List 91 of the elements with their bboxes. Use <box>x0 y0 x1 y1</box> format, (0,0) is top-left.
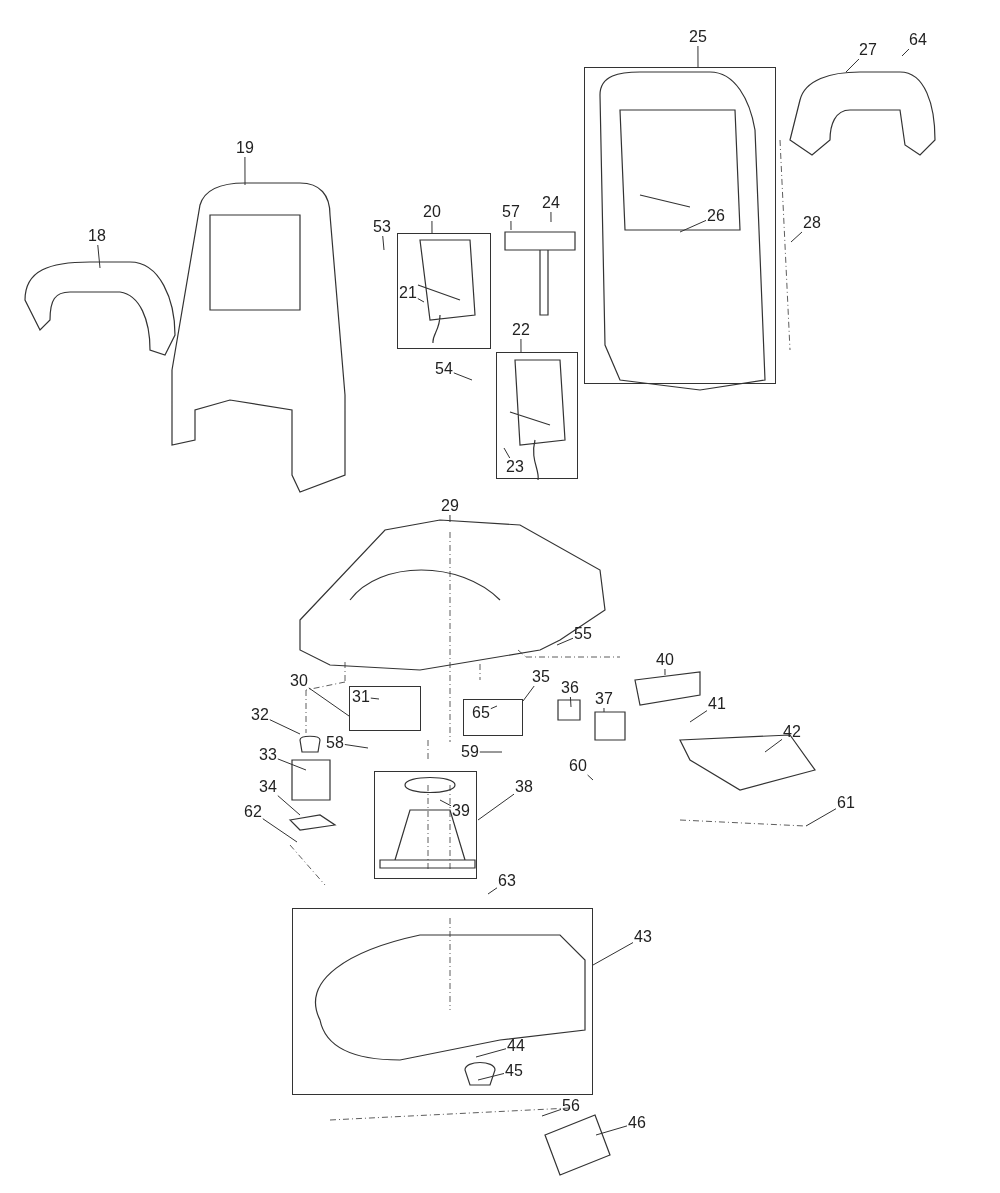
leader-line <box>308 687 350 717</box>
leader-line <box>477 1073 505 1081</box>
callout-number: 33 <box>259 747 277 763</box>
callout-number: 18 <box>88 228 106 244</box>
callout-number: 45 <box>505 1063 523 1079</box>
leader-line <box>569 696 572 708</box>
callout-number: 35 <box>532 669 550 685</box>
callout-number: 65 <box>472 705 490 721</box>
assembly-frame <box>349 686 421 731</box>
leader-line <box>845 58 860 73</box>
leader-line <box>344 744 369 749</box>
callout-number: 43 <box>634 929 652 945</box>
assembly-frame <box>374 771 477 879</box>
leader-line <box>449 514 451 523</box>
leader-line <box>510 220 512 231</box>
callout-number: 55 <box>574 626 592 642</box>
callout-number: 30 <box>290 673 308 689</box>
callout-number: 59 <box>461 744 479 760</box>
callout-number: 53 <box>373 219 391 235</box>
callout-number: 28 <box>803 215 821 231</box>
leader-line <box>382 235 385 251</box>
leader-line <box>550 211 552 223</box>
leader-line <box>439 799 452 807</box>
leader-line <box>664 668 666 676</box>
leader-line <box>262 818 298 843</box>
leader-line <box>244 156 246 186</box>
leader-line <box>587 774 594 781</box>
callout-number: 38 <box>515 779 533 795</box>
leader-line <box>603 707 605 713</box>
callout-number: 19 <box>236 140 254 156</box>
leader-line <box>697 45 699 68</box>
leader-line <box>790 231 803 243</box>
leader-line <box>269 719 301 735</box>
leader-line <box>541 1108 562 1117</box>
assembly-frame <box>496 352 578 479</box>
callout-number: 58 <box>326 735 344 751</box>
callout-number: 39 <box>452 803 470 819</box>
callout-number: 60 <box>569 758 587 774</box>
leader-line <box>592 942 634 966</box>
callout-number: 40 <box>656 652 674 668</box>
leader-line <box>417 298 425 303</box>
leader-line <box>522 685 535 702</box>
leader-line <box>477 793 515 821</box>
callout-number: 41 <box>708 696 726 712</box>
callout-number: 57 <box>502 204 520 220</box>
callout-number: 63 <box>498 873 516 889</box>
leader-line <box>503 447 511 459</box>
callout-number: 42 <box>783 724 801 740</box>
callout-number: 31 <box>352 689 370 705</box>
leader-line <box>479 751 503 753</box>
leader-line <box>764 738 783 753</box>
leader-line <box>370 697 380 700</box>
leader-line <box>595 1125 628 1136</box>
leader-line <box>277 795 301 816</box>
leader-line <box>97 244 101 269</box>
callout-number: 54 <box>435 361 453 377</box>
callout-number: 24 <box>542 195 560 211</box>
callout-number: 36 <box>561 680 579 696</box>
assembly-frame <box>463 699 523 736</box>
callout-number: 20 <box>423 204 441 220</box>
leader-line <box>901 48 910 57</box>
callout-number: 29 <box>441 498 459 514</box>
callout-number: 27 <box>859 42 877 58</box>
callout-number: 61 <box>837 795 855 811</box>
assembly-frame <box>584 67 776 384</box>
callout-number: 23 <box>506 459 524 475</box>
callout-number: 64 <box>909 32 927 48</box>
assembly-frame <box>397 233 491 349</box>
leader-line <box>431 220 433 234</box>
callout-number: 22 <box>512 322 530 338</box>
callout-number: 62 <box>244 804 262 820</box>
callout-number: 37 <box>595 691 613 707</box>
callout-number: 44 <box>507 1038 525 1054</box>
callout-number: 56 <box>562 1098 580 1114</box>
leader-line <box>520 338 522 353</box>
callout-number: 32 <box>251 707 269 723</box>
leader-line <box>277 758 307 771</box>
callout-number: 46 <box>628 1115 646 1131</box>
leader-line <box>556 637 574 646</box>
leader-line <box>490 705 498 710</box>
leader-line <box>487 887 498 895</box>
callout-number: 25 <box>689 29 707 45</box>
leader-line <box>689 710 708 723</box>
callout-number: 26 <box>707 208 725 224</box>
callout-number: 34 <box>259 779 277 795</box>
leader-line <box>679 219 707 233</box>
leader-line <box>453 372 473 381</box>
assembly-frame <box>292 908 593 1095</box>
leader-line <box>805 808 837 827</box>
leader-line <box>475 1048 507 1058</box>
callout-number: 21 <box>399 285 417 301</box>
